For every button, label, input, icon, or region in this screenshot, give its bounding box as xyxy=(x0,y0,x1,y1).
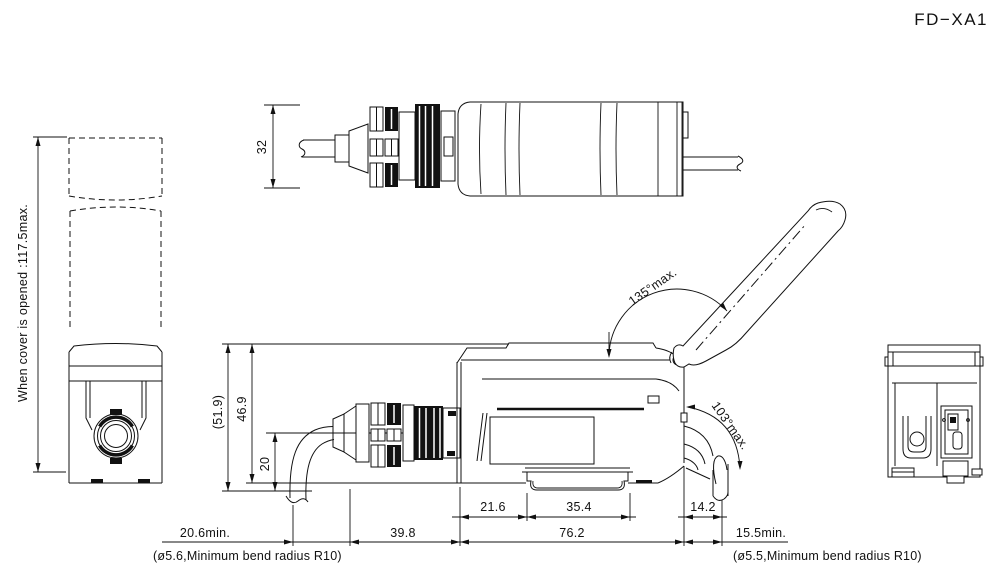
display-window xyxy=(489,416,595,465)
fiber-connector-front xyxy=(93,409,139,464)
mount-foot xyxy=(636,480,652,483)
dim-20-6-label: 20.6min. xyxy=(180,526,230,540)
left-side-view: When cover is opened :117.5max. xyxy=(16,136,163,484)
dim-opened-height: When cover is opened :117.5max. xyxy=(16,136,67,473)
hinge-tab-top xyxy=(682,111,689,139)
fiber-note: (ø5.6,Minimum bend radius R10) xyxy=(153,549,342,563)
dim-14-2-label: 14.2 xyxy=(690,500,716,514)
dim-row-baseline: 20.6min. 39.8 76.2 15.5min. xyxy=(162,526,788,545)
dim-head-width: 32 xyxy=(255,104,300,189)
cable-break-left xyxy=(298,139,306,158)
opened-cover-flap xyxy=(669,200,847,368)
connector-bay xyxy=(940,405,973,459)
dim-overall-height: (51.9) xyxy=(211,344,231,491)
opened-cover-phantom xyxy=(68,137,163,327)
mount-foot xyxy=(91,479,103,483)
dim-39-8-label: 39.8 xyxy=(390,526,416,540)
top-view: 32 xyxy=(255,101,744,197)
dim-20-label: 20 xyxy=(258,457,272,472)
dim-46-9-label: 46.9 xyxy=(235,396,249,422)
latch xyxy=(942,460,969,477)
boot xyxy=(348,123,369,174)
ferrule xyxy=(334,134,350,163)
dim-35-4-label: 35.4 xyxy=(566,500,592,514)
sensor-head-front-face xyxy=(68,343,163,484)
dim-21-6-label: 21.6 xyxy=(480,500,506,514)
rib-clamp-top xyxy=(369,106,399,188)
right-cable-bend xyxy=(683,425,729,501)
cable-stub xyxy=(971,468,983,476)
amplifier-body-top xyxy=(457,101,689,197)
dim-fiber-center-height: 20 xyxy=(258,433,278,491)
dim-32-label: 32 xyxy=(255,140,269,155)
din-rail-slot xyxy=(902,416,932,459)
front-view: 135°max. 103°max. xyxy=(266,200,847,504)
front-dimensions: (51.9) 46.9 20 xyxy=(153,343,922,563)
cable-break-right xyxy=(736,155,744,172)
dim-row-upper: 21.6 35.4 14.2 xyxy=(452,500,727,520)
rear-view xyxy=(884,344,984,484)
model-label: FD−XA1 xyxy=(914,10,988,29)
indicator-lamp xyxy=(647,395,660,404)
collar xyxy=(398,111,416,181)
knurled-ring-side xyxy=(414,406,443,460)
amplifier-body-front xyxy=(456,342,688,491)
dim-51-9-label: (51.9) xyxy=(211,395,225,429)
dim-76-2-label: 76.2 xyxy=(559,526,585,540)
knurled-ring-top xyxy=(415,104,440,188)
dim-15-5-label: 15.5min. xyxy=(736,526,786,540)
cover-centerline xyxy=(695,223,807,351)
mount-foot xyxy=(138,479,150,483)
fiber-connector-side xyxy=(332,402,461,468)
dim-117-5-label: When cover is opened :117.5max. xyxy=(16,204,30,402)
fiber-cable-bend xyxy=(285,426,335,504)
dim-body-height: 46.9 xyxy=(235,344,255,483)
cable-note: (ø5.5,Minimum bend radius R10) xyxy=(733,549,922,563)
